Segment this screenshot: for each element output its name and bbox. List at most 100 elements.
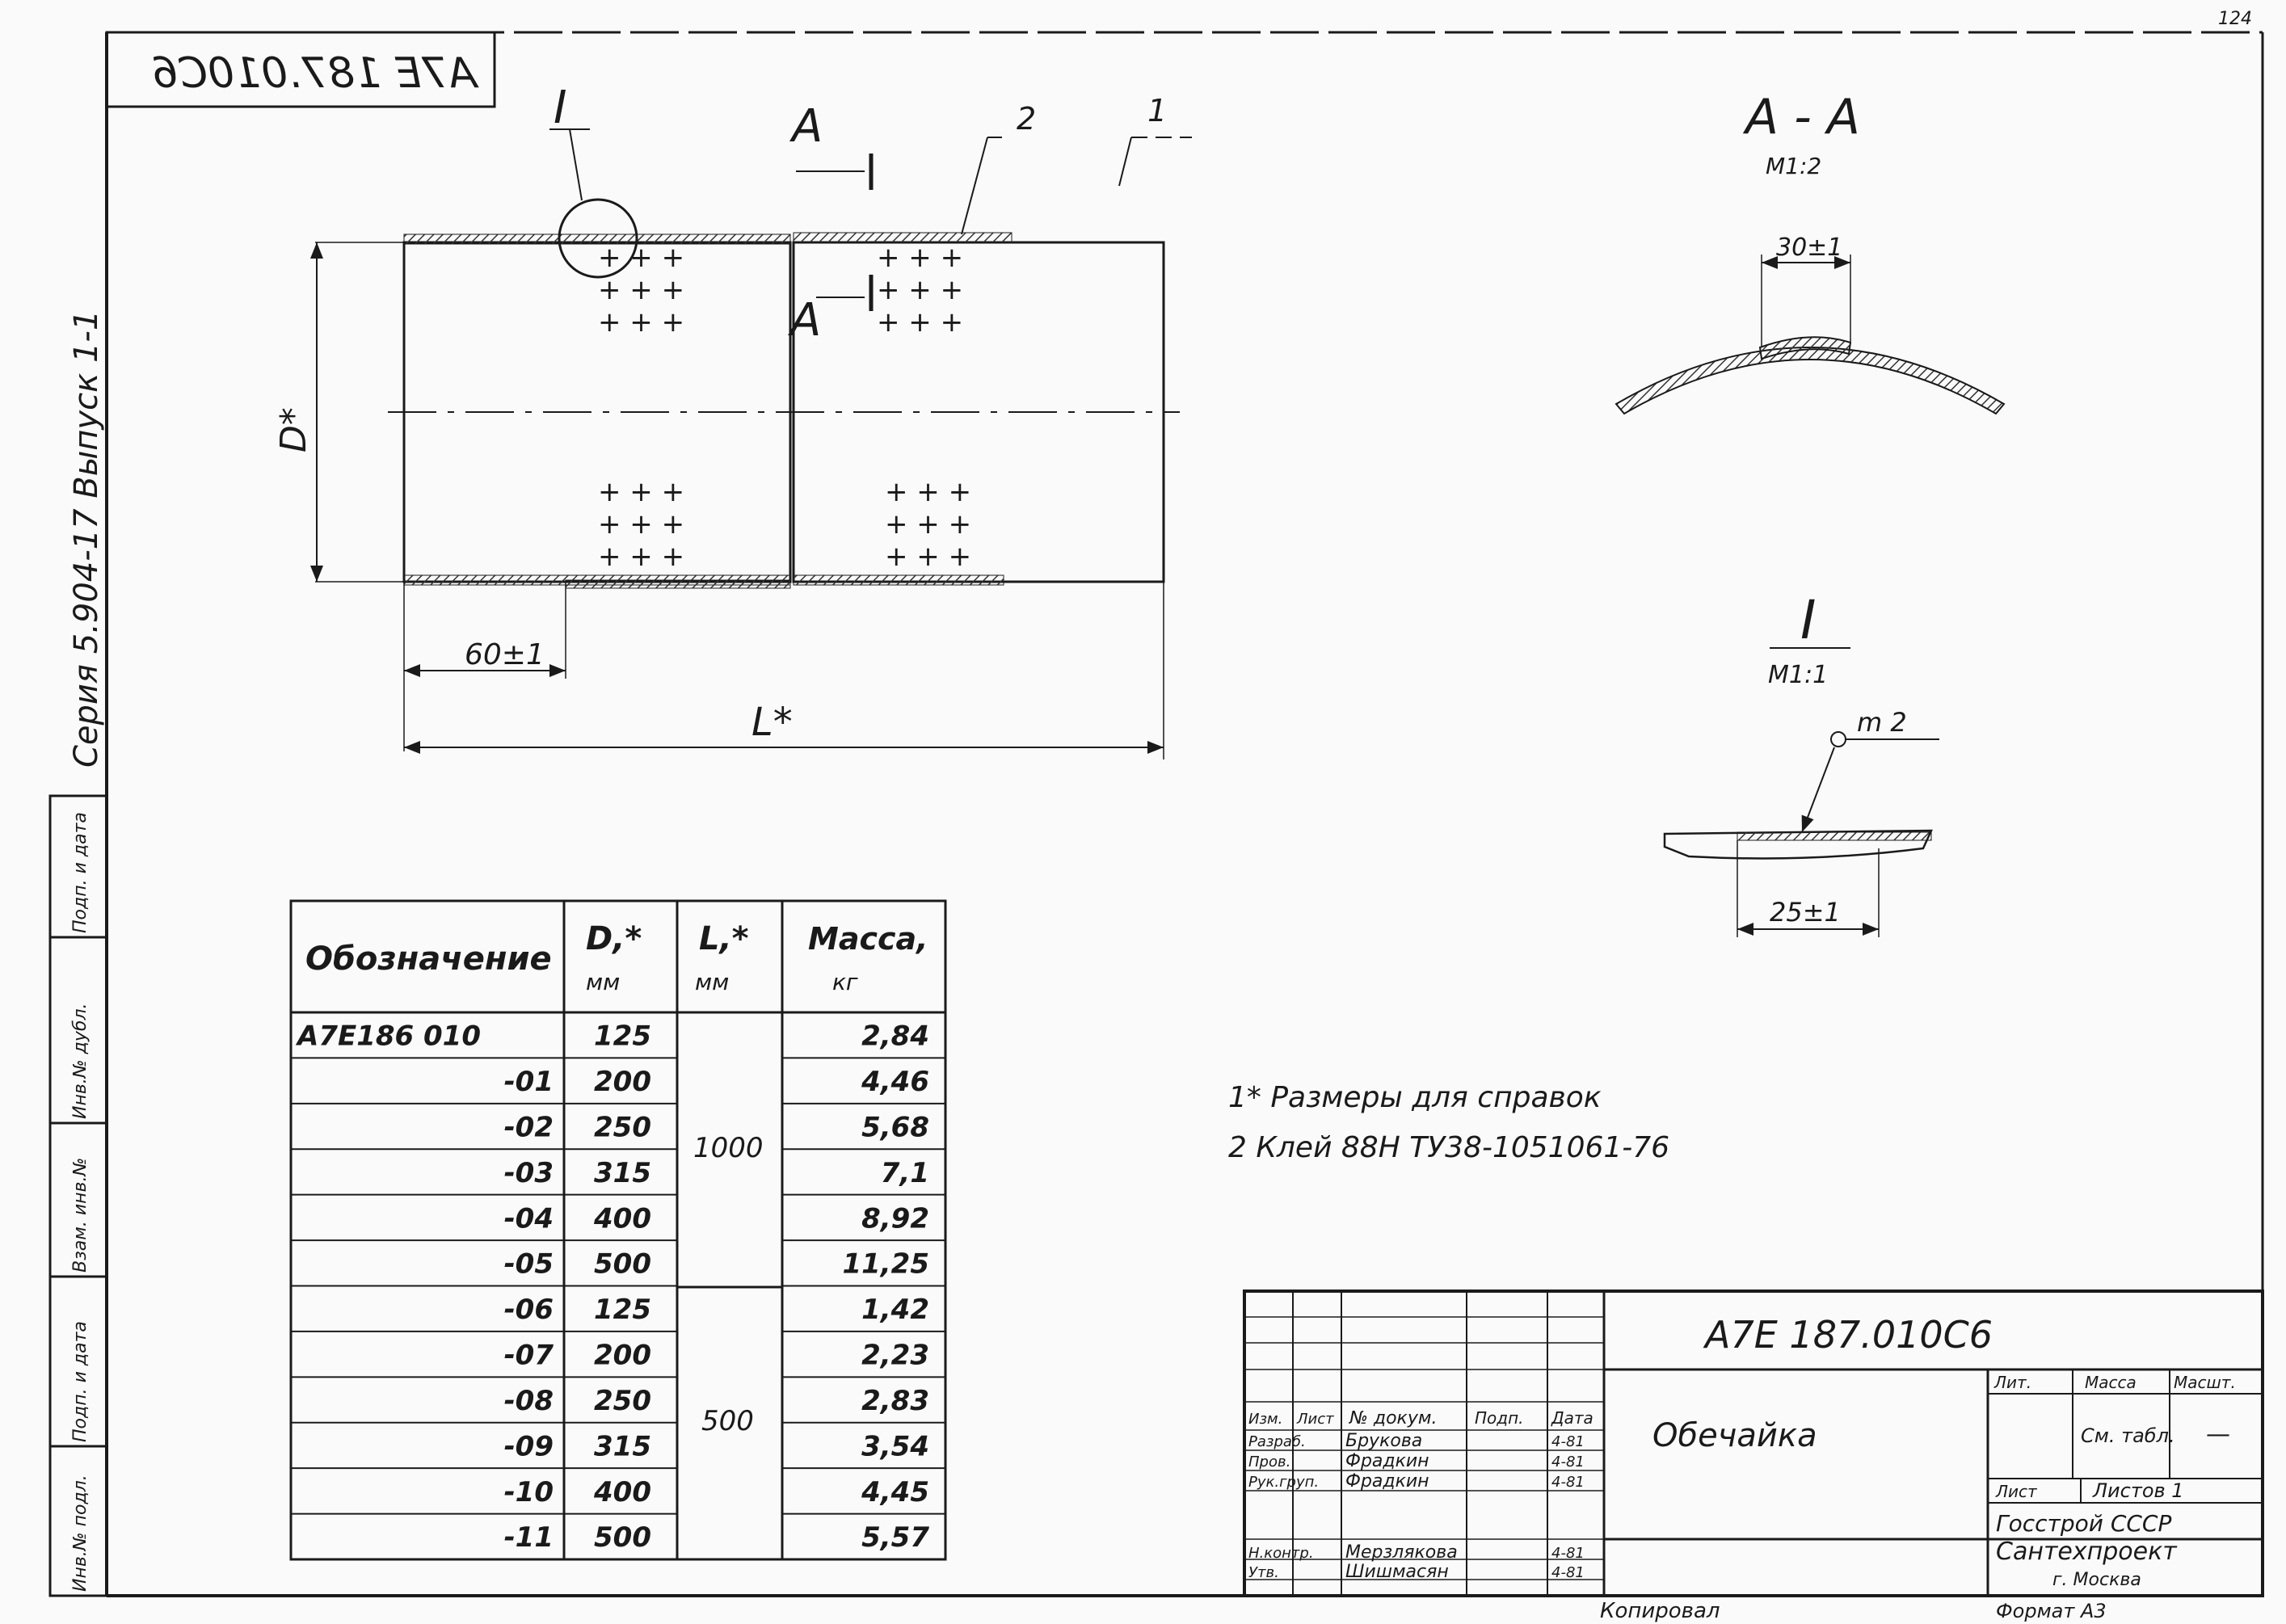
detail-i-circle (558, 198, 638, 279)
tb-scale-value: — (2206, 1420, 2230, 1449)
table-row-mass: 2,83 (861, 1385, 929, 1417)
table-row-code: -05 (504, 1248, 554, 1281)
tb-lit: Лит. (1993, 1373, 2031, 1392)
table-row-mass: 8,92 (861, 1202, 929, 1235)
dim-l-label: L* (751, 700, 793, 745)
table-row-d: 250 (594, 1111, 651, 1143)
tb-person-date: 4-81 (1551, 1474, 1585, 1491)
main-view: + + ++ + ++ + + + + ++ + ++ + + + + ++ +… (273, 82, 1192, 759)
notes: 1* Размеры для справок 2 Клей 88Н ТУ38-1… (1228, 1081, 1669, 1164)
detail-i-mark: m 2 (1857, 707, 1907, 738)
tb-person-name: Фрадкин (1345, 1451, 1429, 1471)
detail-i-shell (1663, 829, 1933, 860)
table-row-code: -07 (504, 1340, 554, 1372)
dim-60-label: 60±1 (465, 638, 545, 671)
tb-person-name: Шишмасян (1345, 1562, 1449, 1582)
svg-text:+ + +: + + + (598, 274, 684, 306)
table-row-mass: 7,1 (881, 1157, 929, 1189)
table-row-d: 125 (594, 1294, 651, 1326)
tb-person-role: Н.контр. (1248, 1545, 1314, 1562)
table-row-mass: 2,23 (861, 1340, 929, 1372)
tb-person-date: 4-81 (1551, 1433, 1585, 1450)
section-aa-title: A - A (1742, 89, 1860, 145)
detail-i-dim-25: 25±1 (1770, 897, 1841, 928)
glue-strip-top-left (403, 234, 791, 245)
mirrored-code-stamp: A7E 187.010C6 (105, 31, 496, 108)
tb-person-name: Брукова (1345, 1431, 1422, 1451)
detail-i-view: I M1:1 m 2 25±1 (1663, 589, 1939, 937)
tb-copied: Копировал (1600, 1599, 1720, 1623)
th-d: D,* (586, 920, 642, 957)
glue-strip-bottom-right (793, 574, 1004, 586)
tb-col-izm: Изм. (1248, 1411, 1282, 1428)
table-row-d: 500 (594, 1521, 651, 1554)
detail-i-callout: I (554, 82, 567, 134)
svg-text:+ + +: + + + (885, 476, 971, 508)
table-row-code: -03 (504, 1157, 554, 1189)
note-2: 2 Клей 88Н ТУ38-1051061-76 (1228, 1131, 1669, 1164)
table-row-code: -09 (504, 1430, 554, 1462)
svg-text:+ + +: + + + (877, 274, 963, 306)
side-label-orig-inv: Инв.№ подл. (70, 1475, 91, 1592)
tb-code: A7E 187.010C6 (1703, 1313, 1993, 1357)
tb-person-name: Мерзлякова (1345, 1542, 1458, 1563)
table-row-code: -01 (504, 1066, 554, 1098)
table-row-d: 315 (594, 1430, 651, 1462)
detail-i-title: I (1800, 589, 1816, 651)
leader-1-label: 1 (1147, 93, 1167, 128)
tb-name: Обечайка (1652, 1417, 1817, 1454)
table-row-code: -08 (504, 1385, 554, 1417)
th-designation: Обозначение (305, 940, 552, 978)
tb-sheets: Листов 1 (2092, 1479, 2184, 1502)
th-d-unit: мм (586, 969, 620, 995)
tb-person-role: Утв. (1248, 1564, 1279, 1581)
tb-person-date: 4-81 (1551, 1545, 1585, 1562)
table-row-code: -02 (504, 1111, 554, 1143)
spec-table: Обозначение D,* мм L,* мм Масса, кг A7E1… (289, 899, 947, 1561)
tb-person-date: 4-81 (1551, 1454, 1585, 1470)
sheet-number: 124 (2218, 9, 2252, 29)
table-row-d: 200 (594, 1340, 651, 1372)
table-row-mass: 5,57 (861, 1521, 929, 1554)
overlap-band (565, 579, 791, 589)
svg-text:+ + +: + + + (885, 508, 971, 541)
section-a-marker: A (788, 294, 821, 347)
side-label-replaced-inv: Взам. инв.№ (70, 1158, 91, 1273)
svg-text:+ + +: + + + (598, 306, 684, 339)
l-group-500: 500 (701, 1405, 754, 1437)
leader-2-label: 2 (1017, 101, 1036, 137)
tb-col-date: Дата (1551, 1408, 1593, 1428)
table-row-d: 400 (593, 1476, 651, 1508)
side-series-label: Серия 5.904-17 Выпуск 1-1 (68, 310, 105, 768)
th-l: L,* (699, 920, 749, 957)
tb-mass-value: См. табл. (2081, 1424, 2175, 1447)
section-aa-view: A - A M1:2 30±1 (1615, 89, 2006, 415)
th-mass-unit: кг (832, 969, 858, 995)
sheet-frame: 124 (105, 9, 2264, 1597)
section-aa-arc (1615, 347, 2006, 415)
tb-person-name: Фрадкин (1345, 1471, 1429, 1491)
side-stamp: Серия 5.904-17 Выпуск 1-1 Подп. и дата И… (48, 310, 108, 1597)
th-l-unit: мм (695, 969, 729, 995)
side-label-sign-date-2: Подп. и дата (70, 1321, 91, 1442)
tb-org-2: Сантехпроект (1996, 1538, 2178, 1566)
svg-text:+ + +: + + + (877, 242, 963, 274)
tb-scale: Масшт. (2174, 1373, 2236, 1392)
svg-text:+ + +: + + + (598, 508, 684, 541)
tb-person-role: Пров. (1248, 1454, 1290, 1470)
tb-org-3: г. Москва (2052, 1570, 2141, 1590)
table-row-code: -06 (504, 1294, 554, 1326)
side-label-sign-date-1: Подп. и дата (70, 812, 91, 933)
tb-person-role: Рук.груп. (1248, 1474, 1319, 1491)
table-row-mass: 3,54 (861, 1430, 929, 1462)
tb-col-doc: № докум. (1349, 1408, 1437, 1428)
table-row-d: 125 (594, 1020, 651, 1053)
tb-col-list: Лист (1296, 1411, 1334, 1428)
section-a-callout: A (789, 100, 823, 153)
tb-col-sign: Подп. (1475, 1408, 1524, 1428)
glue-strip-top-right (793, 232, 1012, 243)
section-aa-scale: M1:2 (1766, 153, 1821, 179)
title-block: A7E 187.010C6 Обечайка Изм. Лист № докум… (1243, 1290, 2264, 1623)
table-row-d: 400 (593, 1202, 651, 1235)
